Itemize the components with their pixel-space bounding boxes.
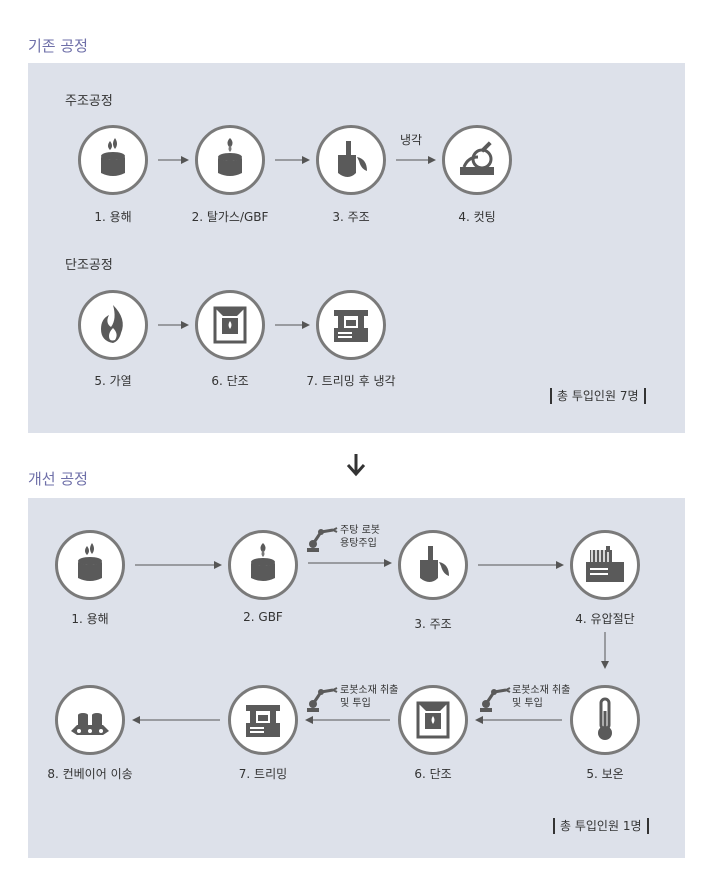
cooling-caption: 냉각 — [400, 133, 423, 147]
robot-takeout-caption: 로봇소재 취출 및 투입 — [340, 685, 399, 709]
improved-step-label: 6. 단조 — [414, 767, 452, 781]
existing-step-degassing — [195, 125, 265, 195]
existing-step-label: 1. 용해 — [94, 210, 132, 224]
improved-step-casting — [398, 530, 468, 600]
existing-step-heating — [78, 290, 148, 360]
down-arrow-icon — [346, 454, 366, 477]
forging-process-title: 단조공정 — [65, 258, 113, 273]
improved-step-label: 5. 보온 — [586, 767, 624, 781]
improved-step-label: 1. 용해 — [71, 612, 109, 626]
existing-step-label: 5. 가열 — [94, 374, 132, 388]
improved-step-forging — [398, 685, 468, 755]
existing-process-title: 기존 공정 — [28, 37, 88, 55]
robot-takeout-caption: 로봇소재 취출 및 투입 — [512, 685, 571, 709]
improved-total-staff: 총 투입인원 1명 — [553, 818, 649, 834]
casting-process-title: 주조공정 — [65, 94, 113, 109]
improved-step-keep-warm — [570, 685, 640, 755]
existing-process-panel — [28, 63, 685, 433]
existing-step-label: 7. 트리밍 후 냉각 — [306, 374, 396, 388]
existing-step-melting — [78, 125, 148, 195]
existing-step-forging — [195, 290, 265, 360]
improved-step-label: 2. GBF — [243, 610, 283, 624]
improved-process-title: 개선 공정 — [28, 470, 88, 488]
existing-step-label: 4. 컷팅 — [458, 210, 496, 224]
improved-step-label: 3. 주조 — [414, 617, 452, 631]
existing-step-casting — [316, 125, 386, 195]
improved-step-label: 8. 컨베이어 이송 — [47, 767, 133, 781]
improved-step-label: 7. 트리밍 — [238, 767, 288, 781]
robot-pour-caption: 주탕 로봇 용탕주입 — [340, 525, 380, 549]
improved-step-label: 4. 유압절단 — [575, 612, 635, 626]
existing-step-label: 6. 단조 — [211, 374, 249, 388]
improved-step-trimming — [228, 685, 298, 755]
existing-step-label: 2. 탈가스/GBF — [191, 210, 269, 224]
existing-step-trimming — [316, 290, 386, 360]
improved-step-conveyor — [55, 685, 125, 755]
existing-step-label: 3. 주조 — [332, 210, 370, 224]
improved-step-hydraulic-cut — [570, 530, 640, 600]
existing-step-cutting — [442, 125, 512, 195]
existing-total-staff: 총 투입인원 7명 — [550, 388, 646, 404]
improved-step-gbf — [228, 530, 298, 600]
improved-step-melting — [55, 530, 125, 600]
